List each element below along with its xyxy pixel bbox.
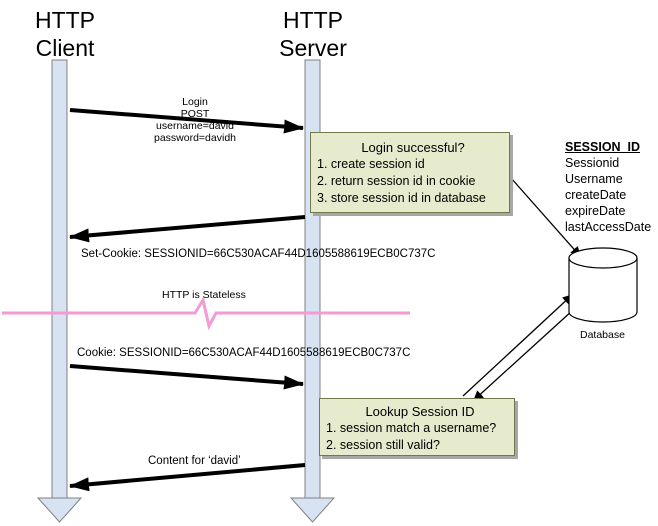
database-icon [568,247,638,323]
lookup-note-item: 1. session match a username? [326,421,497,435]
database-label: Database [580,329,625,341]
login-arrow [69,108,304,134]
lookup-query-arrow [462,294,573,397]
login-message-line: POST [180,108,210,120]
client-title: HTTP Client [34,7,96,61]
stateless-break-line [2,296,410,331]
login-note-item: 3. store session id in database [317,191,486,205]
session-field: Username [565,172,623,186]
stateless-label: HTTP is Stateless [162,289,246,301]
server-title: HTTP Server [279,7,347,61]
content-message: Content for ‘david’ [148,455,241,467]
login-message-line: password=davidh [153,132,236,144]
cookie-arrow [69,364,304,390]
session-table: SESSION_ID Sessionid Username createDate… [565,139,651,235]
client-lifeline [36,59,83,523]
cookie-message: Cookie: SESSIONID=66C530ACAF44D160558861… [77,347,411,359]
store-arrow [510,177,581,257]
lookup-note-title: Lookup Session ID [365,404,475,419]
login-note: Login successful? 1. create session id 2… [310,132,510,213]
lookup-result-arrow [473,299,585,401]
login-note-title: Login successful? [361,140,465,155]
set-cookie-message: Set-Cookie: SESSIONID=66C530ACAF44D16055… [81,248,436,260]
login-message-line: Login [182,96,208,108]
lookup-note-item: 2. session still valid? [326,438,440,452]
session-field: expireDate [565,204,626,218]
session-field: Sessionid [565,156,620,170]
session-table-title: SESSION_ID [565,140,641,154]
content-arrow [69,463,306,492]
session-field: createDate [565,188,627,202]
login-message: Login POST username=david password=david… [140,96,250,144]
login-note-item: 2. return session id in cookie [317,174,476,188]
set-cookie-arrow [69,215,306,243]
login-message-line: username=david [156,120,234,132]
session-field: lastAccessDate [565,220,652,234]
lookup-note: Lookup Session ID 1. session match a use… [319,398,515,456]
login-note-item: 1. create session id [317,157,425,171]
